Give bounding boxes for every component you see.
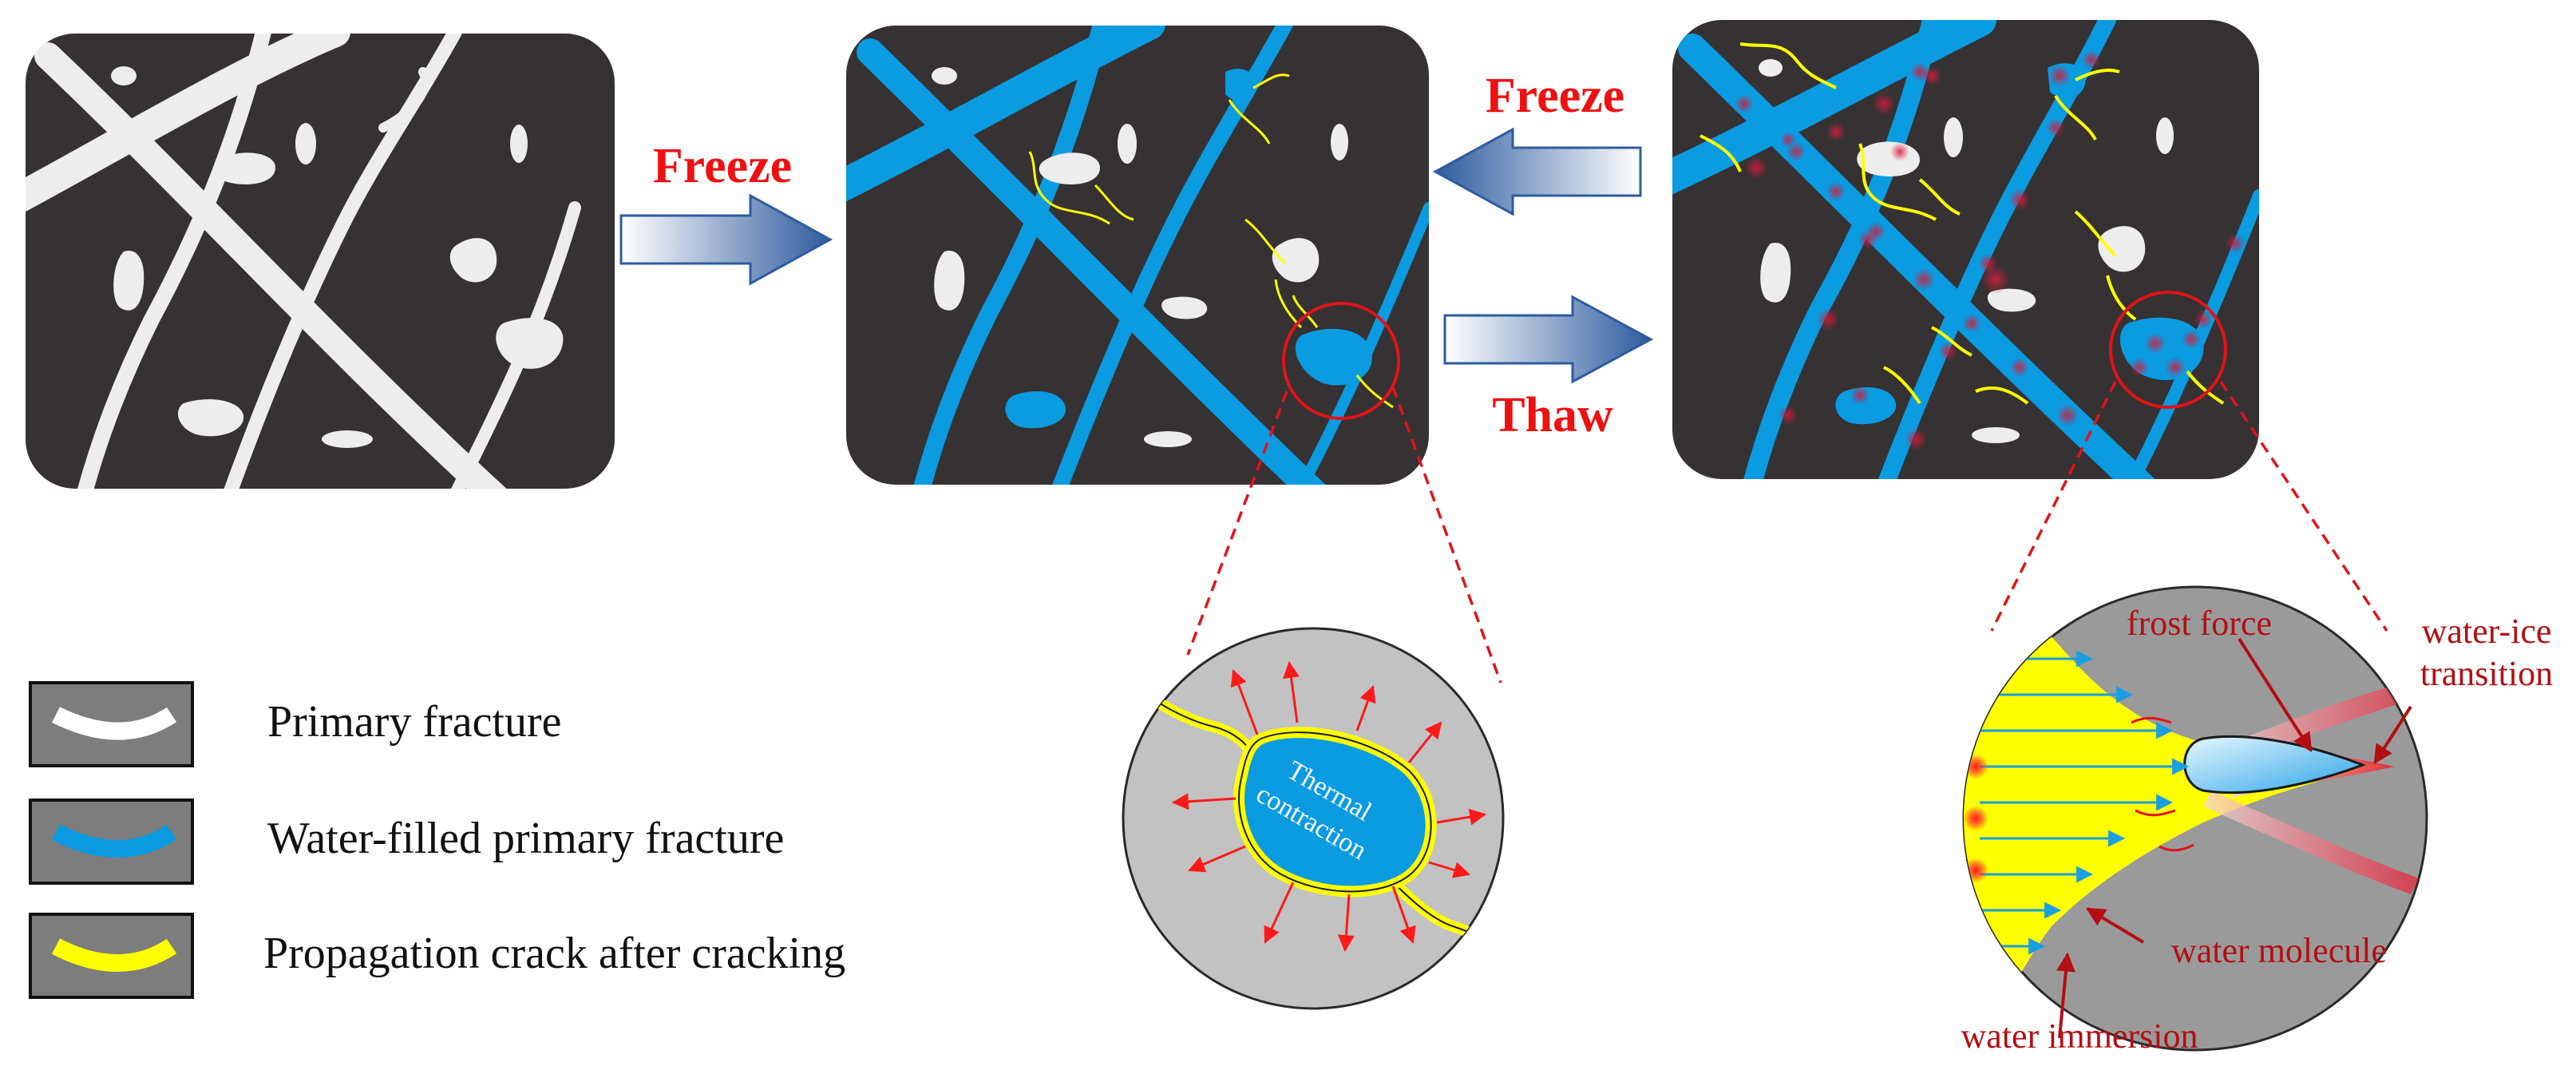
water-molecule-dots bbox=[1735, 50, 2245, 450]
pores-water bbox=[1005, 69, 1372, 429]
thaw-arrow-right: Thaw bbox=[1443, 295, 1654, 442]
zoom-circle-frost: frost force water-ice transition water m… bbox=[1961, 585, 2553, 1056]
legend-label-crack: Propagation crack after cracking bbox=[263, 929, 845, 978]
frost-force-label: frost force bbox=[2127, 604, 2272, 643]
thaw-label: Thaw bbox=[1492, 388, 1613, 442]
legend-label-water: Water-filled primary fracture bbox=[267, 814, 784, 863]
legend-item-crack: Propagation crack after cracking bbox=[29, 913, 845, 999]
freeze-label-2: Freeze bbox=[1486, 69, 1624, 123]
legend-item-water: Water-filled primary fracture bbox=[29, 799, 784, 885]
water-molecule-label: water molecule bbox=[2171, 931, 2387, 970]
freeze-arrow-left: Freeze bbox=[1432, 69, 1642, 216]
water-immersion-label: water immersion bbox=[1961, 1016, 2198, 1056]
panel-primary-fractures bbox=[26, 34, 615, 489]
water-ice-label-line1: water-ice bbox=[2422, 612, 2552, 651]
zoom-circle-thermal: Thermal contraction bbox=[1122, 627, 1505, 1010]
crack-water-wedge bbox=[1964, 623, 2387, 1030]
legend: Primary fracture Water-filled primary fr… bbox=[29, 681, 845, 999]
water-ice-label-line2: transition bbox=[2420, 654, 2553, 693]
panel-after-thaw bbox=[1672, 20, 2259, 479]
freeze-label-1: Freeze bbox=[653, 139, 792, 193]
zoom-connectors bbox=[1186, 381, 2388, 684]
zoom-ring-2 bbox=[2109, 291, 2227, 409]
pores-white-2 bbox=[932, 67, 1348, 447]
legend-label-primary: Primary fracture bbox=[267, 697, 561, 747]
arrow-right-icon bbox=[1443, 295, 1654, 384]
arrow-right-icon bbox=[619, 193, 833, 286]
zoom-ring-1 bbox=[1282, 302, 1400, 420]
pores-white bbox=[111, 66, 564, 448]
panel-water-filled bbox=[846, 26, 1429, 485]
arrow-left-icon bbox=[1432, 127, 1642, 216]
legend-item-primary: Primary fracture bbox=[29, 681, 561, 767]
legend-stroke-crack bbox=[51, 938, 177, 972]
pores-white-3 bbox=[1759, 59, 2174, 443]
legend-stroke-primary bbox=[52, 707, 177, 740]
freeze-arrow-right: Freeze bbox=[619, 139, 833, 286]
legend-stroke-water bbox=[51, 824, 177, 858]
propagation-cracks-3 bbox=[1700, 42, 2225, 405]
propagation-cracks-2 bbox=[1028, 73, 1394, 409]
